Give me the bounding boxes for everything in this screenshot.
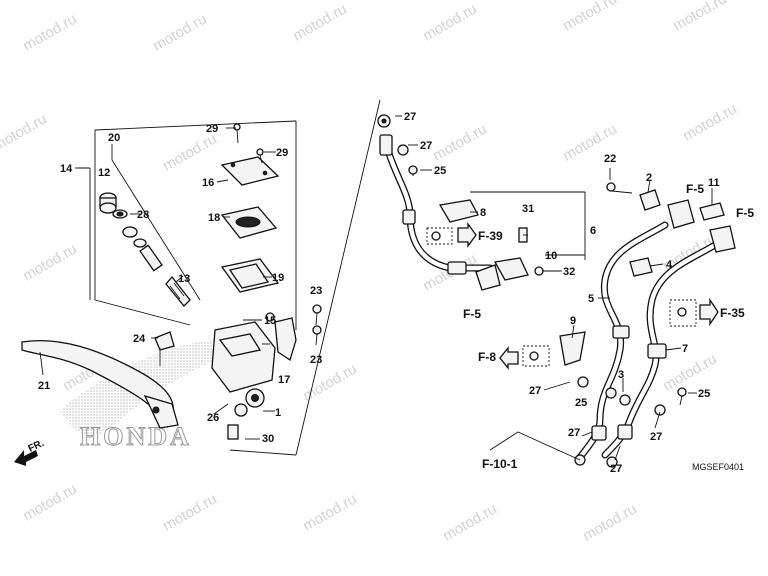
reference-f101: F-10-1: [482, 457, 518, 471]
callout-2: 2: [646, 172, 652, 184]
callout-10: 10: [545, 250, 557, 262]
callout-8: 8: [480, 207, 486, 219]
callout-25c: 25: [698, 388, 710, 400]
callout-7: 7: [682, 343, 688, 355]
reference-arrow-f35: [669, 297, 719, 327]
callout-27c: 27: [529, 385, 541, 397]
callout-5: 5: [588, 293, 594, 305]
callout-25a: 25: [434, 165, 446, 177]
brand-outline-text: HONDA: [80, 422, 192, 451]
leader-lines: [39, 115, 713, 461]
callout-27a: 27: [404, 111, 416, 123]
callout-30: 30: [262, 433, 274, 445]
reference-arrow-f39: [426, 222, 477, 248]
master-cylinder-frame: [78, 99, 381, 456]
callout-21: 21: [38, 380, 50, 392]
reference-f8: F-8: [478, 350, 496, 364]
callout-18: 18: [208, 212, 220, 224]
callout-4: 4: [666, 259, 673, 271]
callout-28: 28: [137, 209, 149, 221]
callout-27d: 27: [650, 431, 662, 443]
callout-27f: 27: [610, 463, 622, 475]
callout-29a: 29: [206, 123, 218, 135]
callout-1: 1: [275, 407, 281, 419]
callout-14: 14: [60, 163, 73, 175]
callout-27b: 27: [420, 140, 432, 152]
callout-9: 9: [570, 315, 576, 327]
reservoir-assembly: [220, 123, 280, 293]
callout-19: 19: [272, 272, 284, 284]
hose-route-line: [489, 431, 581, 461]
callout-25b: 25: [575, 397, 587, 409]
callout-27e: 27: [568, 427, 580, 439]
reference-f35: F-35: [720, 306, 745, 320]
callout-31: 31: [522, 203, 534, 215]
callout-22: 22: [604, 153, 616, 165]
callout-24: 24: [133, 333, 146, 345]
front-direction-label: FR.: [27, 438, 46, 455]
callout-23a: 23: [310, 285, 322, 297]
reference-f5c: F-5: [736, 206, 754, 220]
callout-13: 13: [178, 273, 190, 285]
hose-bracket-leaders: [470, 191, 586, 260]
front-direction-indicator: FR.: [14, 438, 46, 466]
front-brake-hoses: [559, 182, 736, 468]
reference-f39: F-39: [478, 229, 503, 243]
callout-3: 3: [618, 369, 624, 381]
callout-29b: 29: [276, 147, 288, 159]
reference-f5b: F-5: [686, 182, 704, 196]
piston-kit: [99, 192, 191, 307]
reference-arrow-f8: [499, 345, 550, 370]
bolt-23: [312, 304, 322, 346]
callout-26: 26: [207, 412, 219, 424]
callout-17: 17: [278, 374, 290, 386]
callout-12: 12: [98, 167, 110, 179]
callout-15: 15: [264, 315, 276, 327]
callout-20: 20: [108, 132, 120, 144]
callout-11: 11: [708, 177, 720, 189]
diagram-code: MGSEF0401: [692, 462, 744, 472]
reference-f5a: F-5: [463, 307, 481, 321]
callout-32: 32: [563, 266, 575, 278]
master-cylinder-body: [211, 312, 297, 440]
callout-6: 6: [590, 225, 596, 237]
brake-lever: [21, 331, 179, 429]
callout-23b: 23: [310, 354, 322, 366]
callout-16: 16: [202, 177, 214, 189]
